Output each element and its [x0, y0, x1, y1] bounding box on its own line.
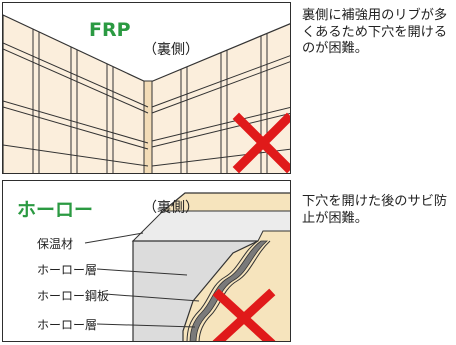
- frp-description: 裏側に補強用のリブが多くあるため下穴を開けるのが困難。: [302, 8, 448, 56]
- cross-mark-icon: [212, 288, 276, 341]
- frp-ribbed-wall-illustration: [3, 14, 290, 173]
- callout-insulation: 保温材: [37, 237, 74, 251]
- enamel-title: ホーロー: [17, 199, 94, 221]
- frp-title: FRP: [89, 19, 131, 41]
- callout-enamel-layer-outer: ホーロー層: [37, 263, 98, 277]
- enamel-panel: ホーロー （裏側） 保温材 ホーロー層 ホーロー鋼板 ホーロー層: [2, 180, 291, 342]
- enamel-side-label: （裏側）: [143, 200, 199, 216]
- callout-enamel-steel-plate: ホーロー鋼板: [37, 289, 110, 303]
- enamel-description: 下穴を開けた後のサビ防止が困難。: [302, 194, 448, 226]
- frp-side-label: （裏側）: [143, 42, 199, 58]
- callout-enamel-layer-inner: ホーロー層: [37, 318, 98, 332]
- cross-mark-icon: [232, 112, 290, 173]
- enamel-panel-cross-section-illustration: [84, 192, 290, 341]
- frp-panel: FRP （裏側）: [2, 2, 291, 174]
